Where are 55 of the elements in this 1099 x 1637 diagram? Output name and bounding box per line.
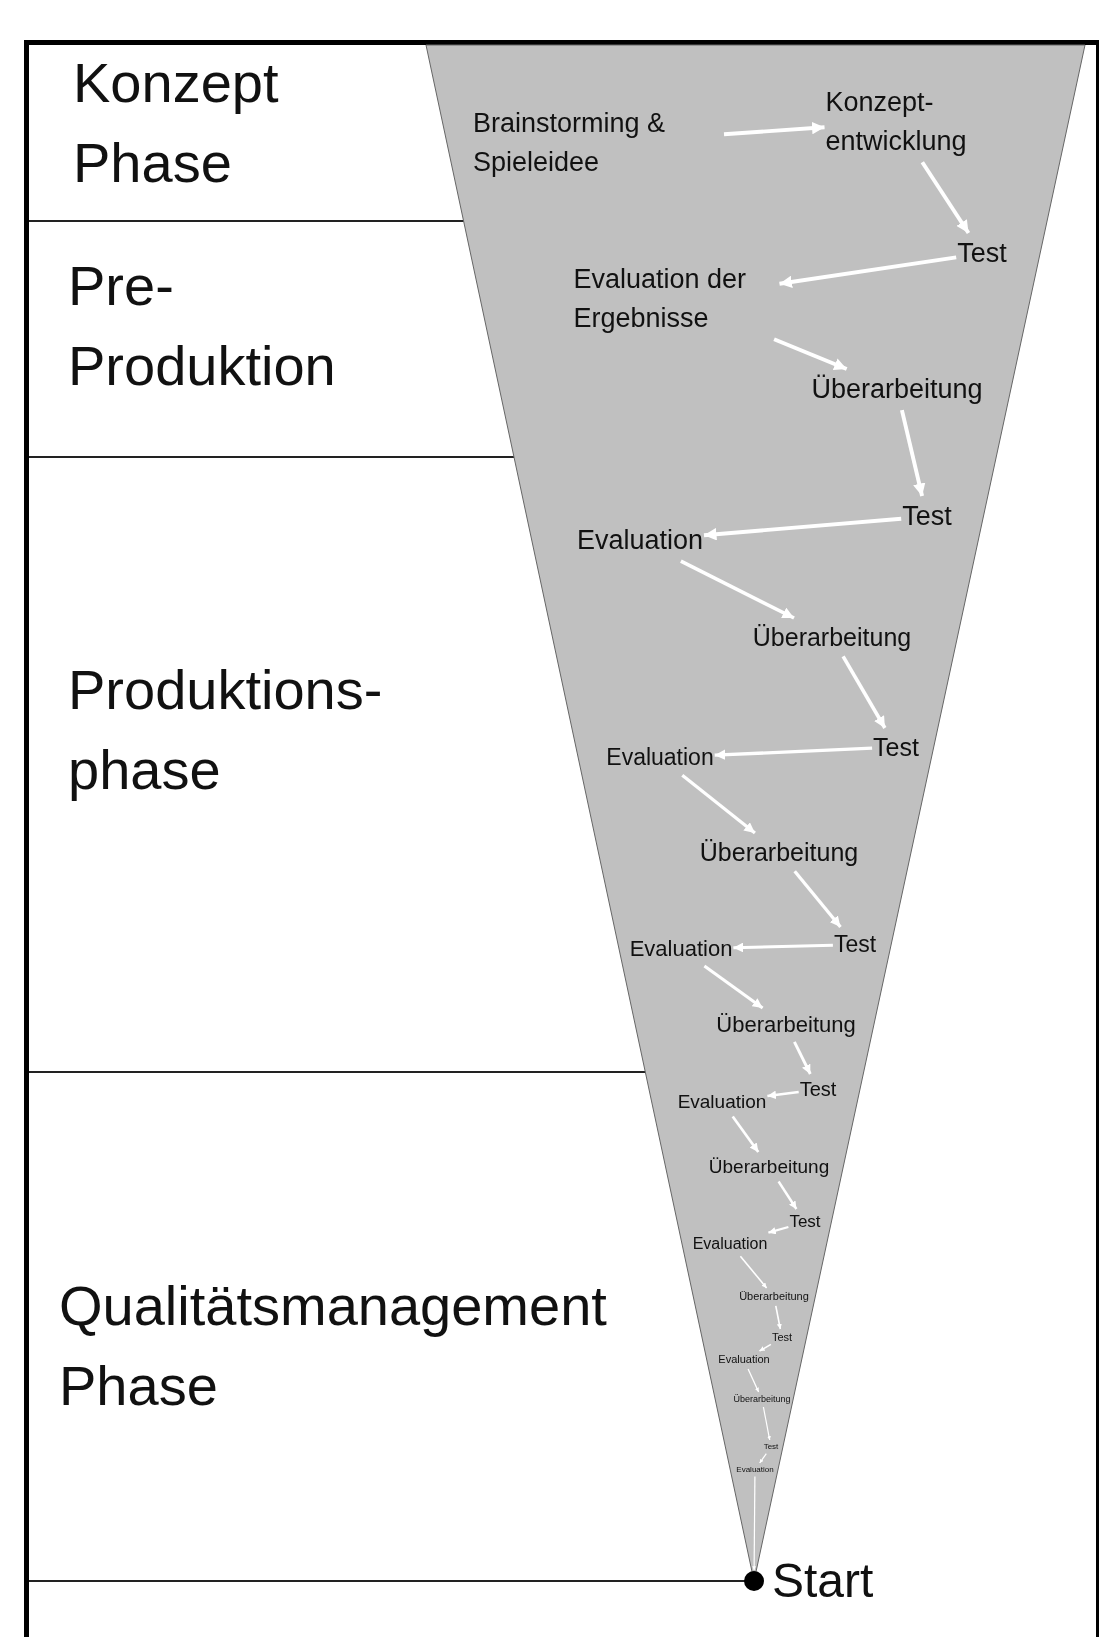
step-label: Test [763,1441,779,1453]
step-label: Test [789,1210,821,1235]
arrow [723,121,825,137]
arrow [752,1476,757,1571]
step-label: Konzept- entwicklung [825,83,967,162]
step-label: Brainstorming & Spieleidee [473,104,723,183]
arrow [747,1368,760,1393]
arrow [703,964,764,1010]
arrow [714,746,873,760]
phase-title: Produktions- phase [68,657,383,803]
arrow [768,1225,789,1235]
arrow [779,255,957,289]
arrow [680,559,795,620]
step-label: Evaluation [677,1088,767,1116]
arrow [739,1255,768,1289]
step-label: Überarbeitung [739,1289,809,1305]
arrow [681,774,756,835]
step-label: Überarbeitung [733,1393,791,1407]
arrow [900,409,926,497]
step-label: Evaluation [576,521,704,561]
step-label: Test [873,729,919,766]
arrow [762,1406,771,1441]
step-label: Überarbeitung [752,619,912,656]
step-label: Evaluation [736,1464,774,1476]
arrow [731,1115,760,1153]
phase-title: Qualitätsmanagement Phase [59,1273,607,1419]
step-label: Evaluation [629,933,733,965]
arrow [767,1090,799,1100]
step-label: Überarbeitung [716,1009,856,1041]
arrow [733,942,833,953]
arrow [758,1343,772,1352]
arrow [920,161,971,235]
start-label: Start [772,1553,874,1609]
step-label: Überarbeitung [699,834,859,871]
arrow [775,1305,782,1330]
arrow [777,1180,798,1210]
step-label: Test [902,497,952,537]
arrow [759,1453,767,1464]
step-label: Evaluation [718,1352,770,1368]
step-label: Test [957,234,1007,274]
step-label: Test [833,928,877,962]
arrow [841,655,887,729]
step-label: Überarbeitung [811,370,983,410]
phase-title: Konzept Phase [73,50,279,196]
arrow [793,870,842,929]
step-label: Evaluation [606,741,714,775]
arrow [793,1041,812,1075]
step-label: Test [771,1330,793,1346]
step-label: Evaluation der Ergebnisse [573,260,779,339]
step-label: Evaluation [692,1232,768,1256]
step-label: Überarbeitung [708,1153,830,1181]
arrow [703,516,902,541]
arrow [773,337,848,371]
phase-title: Pre- Produktion [68,253,336,399]
step-label: Test [799,1075,837,1104]
